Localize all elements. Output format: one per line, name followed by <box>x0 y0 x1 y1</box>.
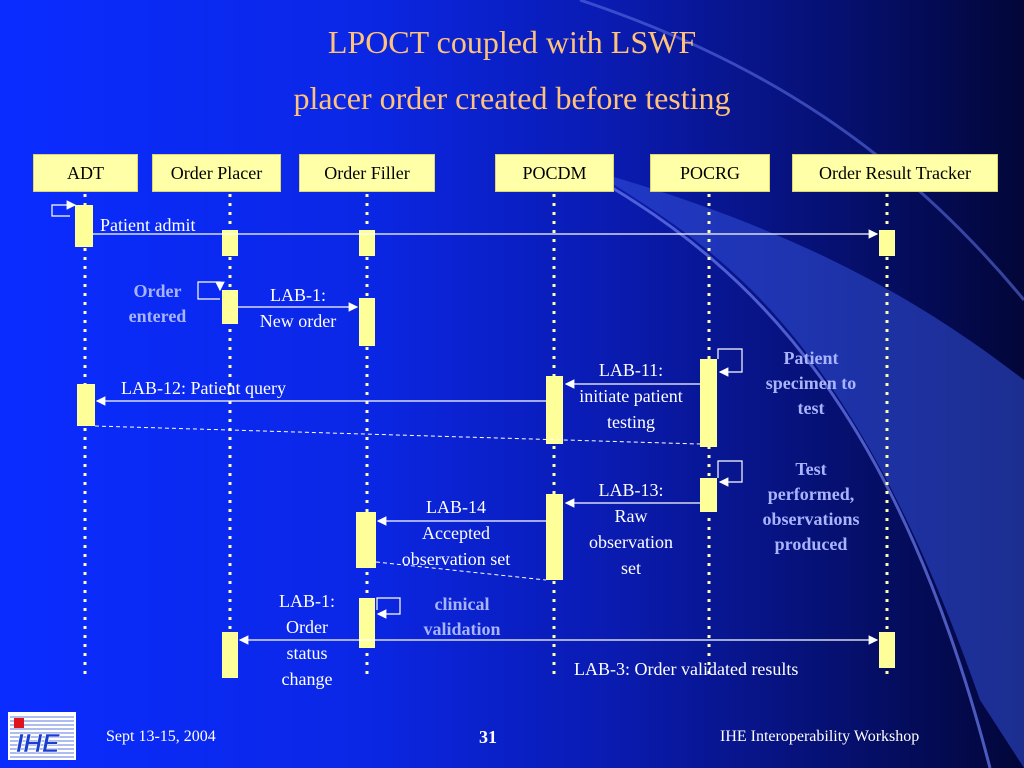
activation-adt-1 <box>75 205 93 247</box>
self-loop-test-performed <box>717 460 743 487</box>
activation-filler-3 <box>356 512 376 568</box>
ihe-logo: IHE <box>8 712 76 760</box>
msg-patient-admit: Patient admit <box>100 215 196 235</box>
actor-order-placer: Order Placer <box>152 154 281 192</box>
activation-filler-4 <box>359 598 375 648</box>
self-loop-clinical-validation <box>376 597 401 619</box>
msg-lab12: LAB-12: Patient query <box>121 378 286 398</box>
return-lines <box>94 425 701 581</box>
activation-placer-3 <box>222 632 238 678</box>
msg-lab3: LAB-3: Order validated results <box>574 659 799 679</box>
activation-filler-2 <box>359 298 375 346</box>
return-lab12 <box>94 425 701 445</box>
activation-tracker-2 <box>879 632 895 668</box>
slide-title-line1: LPOCT coupled with LSWF <box>327 24 697 60</box>
message-arrows <box>93 229 879 645</box>
activation-pocrg-1 <box>700 359 717 447</box>
actor-adt: ADT <box>33 154 138 192</box>
self-loop-adt <box>51 200 77 217</box>
activations <box>75 205 895 678</box>
activation-pocdm-1 <box>546 376 563 444</box>
self-loops <box>51 200 743 619</box>
actor-order-result-tracker: Order Result Tracker <box>792 154 998 192</box>
actor-order-filler: Order Filler <box>299 154 435 192</box>
activation-placer-2 <box>222 290 238 324</box>
return-lab14 <box>375 561 547 581</box>
footer-date: Sept 13-15, 2004 <box>106 728 216 745</box>
activation-filler-1 <box>359 230 375 256</box>
footer-event: IHE Interoperability Workshop <box>720 728 920 745</box>
msg-lab1-new-order: LAB-1:New order <box>259 285 337 331</box>
self-loop-order-entered <box>197 281 225 300</box>
activation-pocrg-2 <box>700 478 717 512</box>
actor-pocdm: POCDM <box>495 154 614 192</box>
slide-title-line2: placer order created before testing <box>293 80 731 116</box>
activation-placer-1 <box>222 230 238 256</box>
activation-adt-2 <box>77 384 95 426</box>
activation-tracker-1 <box>879 230 895 256</box>
footer-page-number: 31 <box>479 727 497 747</box>
activation-pocdm-2 <box>546 494 563 580</box>
actor-pocrg: POCRG <box>650 154 770 192</box>
svg-text:IHE: IHE <box>16 728 60 758</box>
self-loop-patient-specimen <box>717 348 743 377</box>
